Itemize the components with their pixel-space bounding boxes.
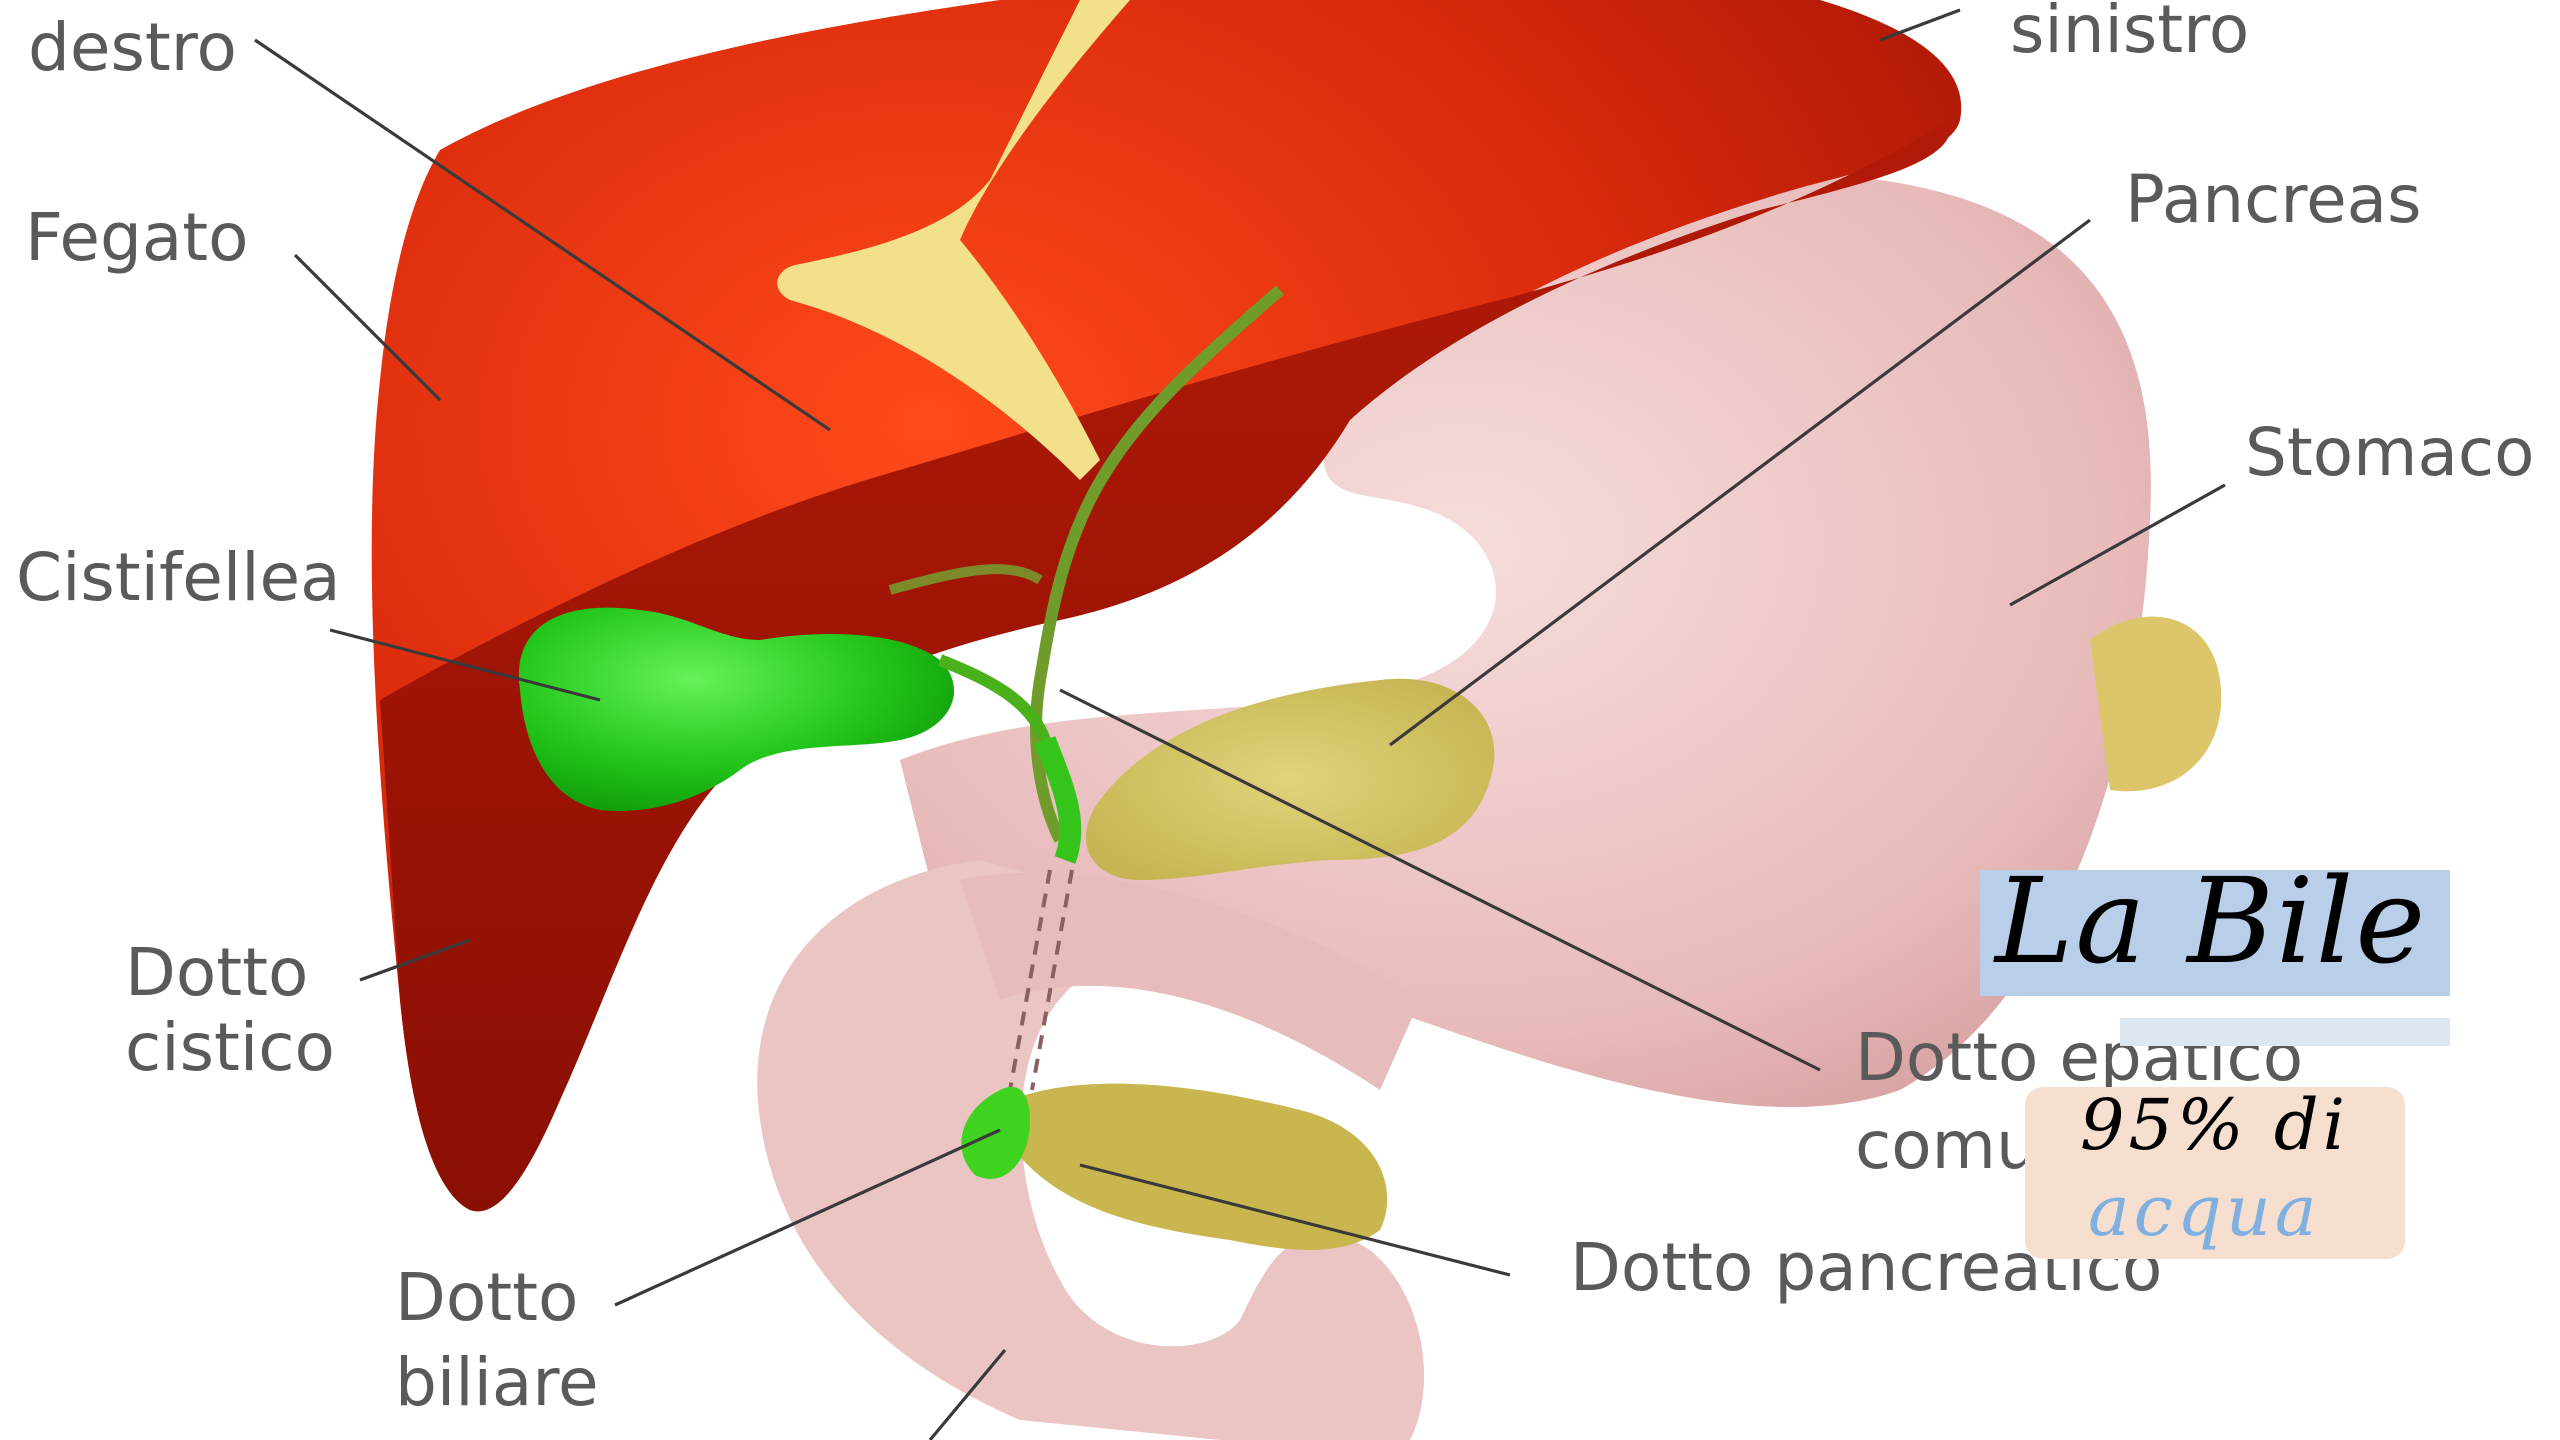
- label-fegato: Fegato: [25, 199, 249, 276]
- title-underline-band: [2120, 1018, 2450, 1046]
- label-dotto-cistico-1: Dotto: [125, 934, 308, 1011]
- label-dotto-biliare-2: biliare: [395, 1344, 599, 1421]
- label-stomaco: Stomaco: [2245, 414, 2535, 491]
- note-water-text: acqua: [2088, 1170, 2321, 1252]
- pancreas-tail-shape: [2090, 617, 2221, 792]
- label-cistifellea: Cistifellea: [16, 539, 341, 616]
- label-pancreas: Pancreas: [2125, 161, 2422, 238]
- label-dotto-epatico-2: comu: [1855, 1107, 2038, 1184]
- label-sinistro: sinistro: [2010, 0, 2249, 68]
- note-percentage-text: 95% di: [2080, 1084, 2349, 1166]
- label-dotto-biliare-1: Dotto: [395, 1259, 578, 1336]
- slide-title: La Bile: [1995, 852, 2427, 990]
- label-destro: destro: [28, 9, 237, 86]
- label-dotto-cistico-2: cistico: [125, 1009, 335, 1086]
